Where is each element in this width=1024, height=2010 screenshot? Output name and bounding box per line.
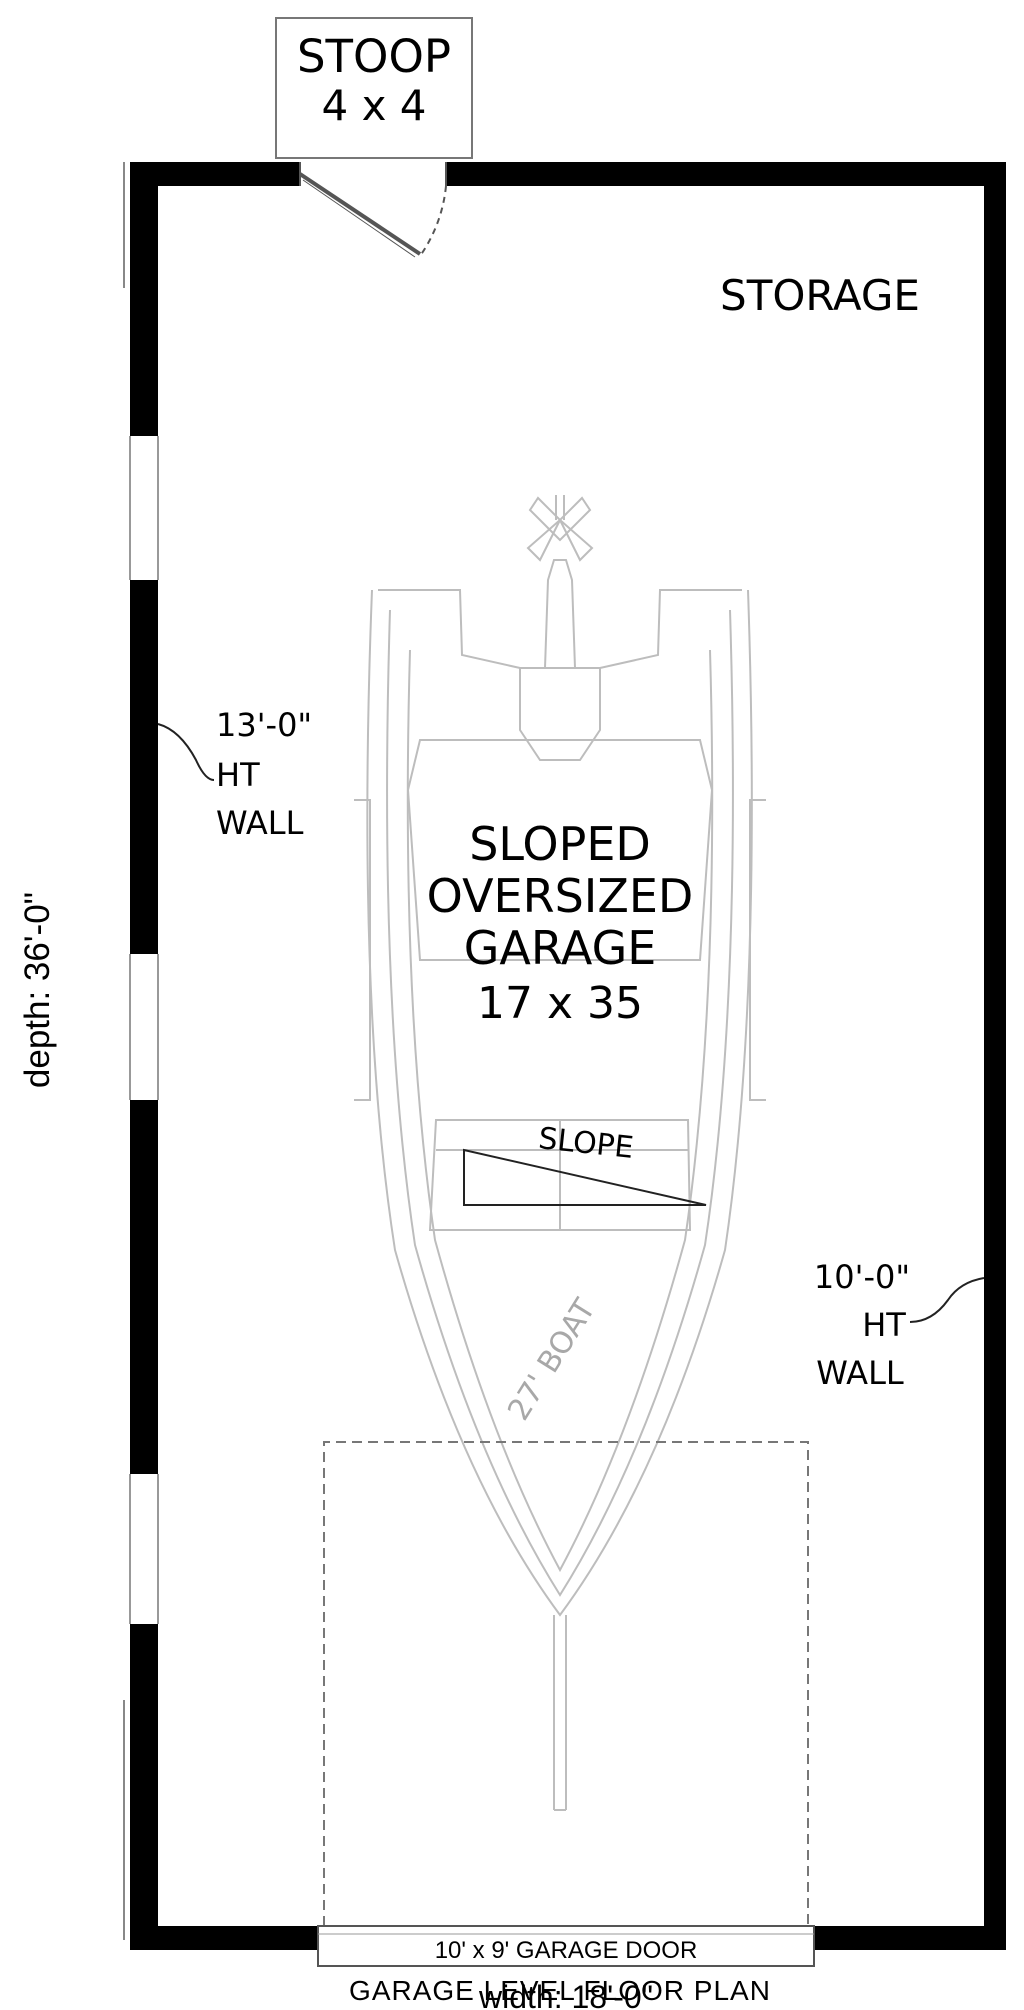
right-wall-leader xyxy=(909,1277,985,1323)
left-wall-segment xyxy=(130,162,158,436)
bottom-wall-left xyxy=(130,1926,324,1950)
garage-door: 10' x 9' GARAGE DOOR xyxy=(317,1925,815,1967)
entry-door xyxy=(298,162,447,258)
plan-caption: GARAGE LEVEL FLOOR PLAN xyxy=(349,1975,771,2006)
garage-door-label: 10' x 9' GARAGE DOOR xyxy=(435,1937,698,1964)
slope-label: SLOPE xyxy=(537,1121,635,1166)
right-wall xyxy=(984,162,1006,1948)
slope-indicator: SLOPE xyxy=(463,1121,707,1206)
garage-label-line3: GARAGE xyxy=(464,921,657,975)
garage-label-line2: OVERSIZED xyxy=(427,869,694,923)
left-wall-ht: HT xyxy=(216,756,260,794)
stoop: STOOP 4 x 4 xyxy=(275,17,473,159)
storage-label: STORAGE xyxy=(720,271,920,320)
exterior-walls xyxy=(130,162,1006,1950)
left-wall-height: 13'-0" xyxy=(216,706,312,744)
boat-label: 27' BOAT xyxy=(501,1293,603,1427)
garage-label: SLOPED OVERSIZED GARAGE 17 x 35 xyxy=(427,817,694,1029)
right-wall-callout: 10'-0" HT WALL xyxy=(814,1258,985,1392)
left-wall-callout: 13'-0" HT WALL xyxy=(157,706,312,842)
slope-arrow xyxy=(463,1148,707,1206)
stoop-size: 4 x 4 xyxy=(322,81,427,130)
windows xyxy=(129,436,159,1624)
right-wall-height: 10'-0" xyxy=(814,1258,910,1296)
garage-size: 17 x 35 xyxy=(477,978,643,1029)
left-wall-segment xyxy=(130,580,158,954)
left-wall-segment xyxy=(130,1624,158,1950)
left-wall-wall: WALL xyxy=(216,804,304,842)
depth-dimension: depth: 36'-0" xyxy=(18,891,57,1089)
left-wall-segment xyxy=(130,1100,158,1474)
right-wall-ht: HT xyxy=(862,1306,906,1344)
bottom-wall-right xyxy=(808,1926,1006,1950)
stoop-label: STOOP xyxy=(297,30,451,83)
right-wall-wall: WALL xyxy=(816,1354,904,1392)
garage-door-swing xyxy=(323,1441,809,1926)
top-wall-left xyxy=(130,162,300,186)
left-wall-leader xyxy=(157,723,215,781)
boat-outline xyxy=(354,495,766,1811)
garage-label-line1: SLOPED xyxy=(469,817,651,871)
top-wall-right xyxy=(446,162,1006,186)
width-dimension: width: 18'-0" xyxy=(478,1979,653,2010)
